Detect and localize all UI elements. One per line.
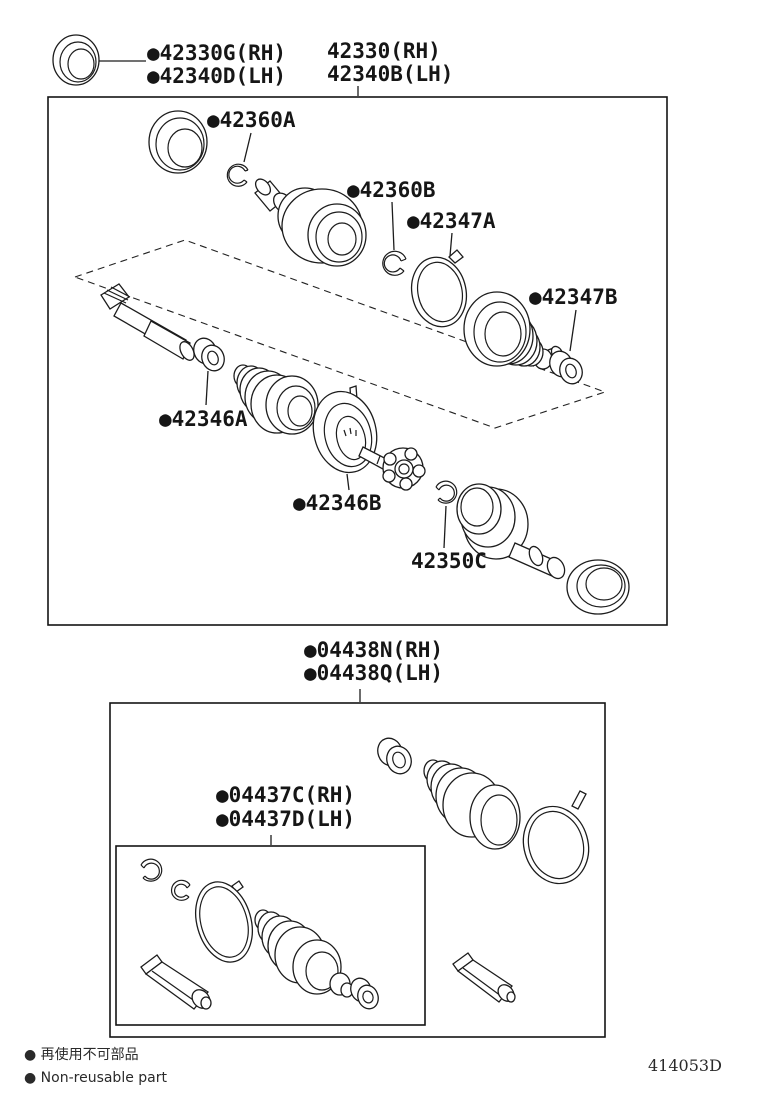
drawing-code: 414053D (648, 1056, 722, 1075)
callout-42350c: 42350C (411, 549, 487, 573)
kit2-boot-drawing (254, 909, 354, 998)
oil-seal-drawing (52, 34, 100, 86)
kit-clamp-ring-large-drawing (522, 790, 590, 885)
inner-kit-box (115, 845, 426, 1026)
lower-kit-box (109, 702, 606, 1038)
callout-42330g: ●42330G(RH) (147, 41, 287, 65)
callout-04438q: ●04438Q(LH) (304, 661, 444, 685)
kit2-clamp-small-drawing (350, 977, 379, 1010)
callout-04437c: ●04437C(RH) (216, 783, 356, 807)
callout-42360a: ●42360A (207, 108, 296, 132)
callout-42346a: ●42346A (159, 407, 248, 431)
inboard-boot-drawing (233, 364, 319, 435)
snap-ring-42360b-drawing (382, 250, 407, 276)
legend-non-reusable-jp: ● 再使用不可部品 (24, 1047, 139, 1063)
inner-cv-joint-drawing (456, 483, 566, 580)
kit2-c-clip-drawing (170, 879, 191, 901)
outboard-cv-joint-drawing (254, 178, 367, 267)
callout-04438n: ●04438N(RH) (304, 638, 444, 662)
dashed-group-outline (73, 239, 607, 429)
boot-clamp-42347a-drawing (410, 249, 468, 328)
snap-ring-42360a-drawing (226, 163, 249, 187)
legend-non-reusable-en: ● Non-reusable part (24, 1070, 167, 1086)
bearing-ring-drawing (148, 110, 208, 174)
leader-lines (99, 60, 577, 845)
kit-clamp-small-drawing (377, 737, 412, 775)
axle-shaft-drawing (100, 283, 195, 361)
grease-tube-drawing (140, 954, 212, 1010)
callout-42360b: ●42360B (347, 178, 436, 202)
callout-42347b: ●42347B (529, 285, 618, 309)
kit-boot-drawing (423, 759, 521, 850)
upper-assembly-box (47, 96, 668, 626)
rear-seal-drawing (566, 559, 630, 615)
inboard-joint-42346b-drawing (312, 385, 397, 475)
callout-42346b: ●42346B (293, 491, 382, 515)
grease-tube-2-drawing (452, 952, 516, 1003)
tripod-joint-drawing (382, 447, 426, 491)
callout-04437d: ●04437D(LH) (216, 807, 356, 831)
kit2-clamp-ring-drawing (195, 880, 253, 963)
snap-ring-42350c-drawing (435, 480, 458, 504)
shaft-clamp-42346a-drawing (193, 337, 225, 372)
kit2-snap-ring-drawing (140, 858, 163, 882)
callout-42330: 42330(RH) (327, 39, 441, 63)
callout-42340d: ●42340D(LH) (147, 64, 287, 88)
callout-42347a: ●42347A (407, 209, 496, 233)
boot-clamp-42347b-drawing (549, 350, 583, 385)
callout-42340b: 42340B(LH) (327, 62, 454, 86)
